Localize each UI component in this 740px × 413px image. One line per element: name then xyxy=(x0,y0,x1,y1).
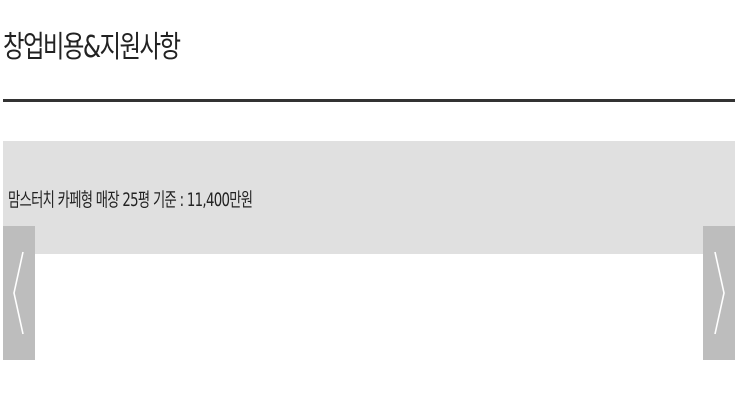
page-title: 창업비용&지원사항 xyxy=(3,30,181,65)
chevron-right-icon xyxy=(714,251,725,335)
title-divider xyxy=(3,99,735,102)
slide-caption: 맘스터치 카페형 매장 25평 기준 : 11,400만원 xyxy=(8,189,253,211)
slider-next-button[interactable] xyxy=(703,226,735,360)
slide-caption-band: 맘스터치 카페형 매장 25평 기준 : 11,400만원 xyxy=(3,141,735,254)
slider-prev-button[interactable] xyxy=(3,226,35,360)
chevron-left-icon xyxy=(13,251,24,335)
